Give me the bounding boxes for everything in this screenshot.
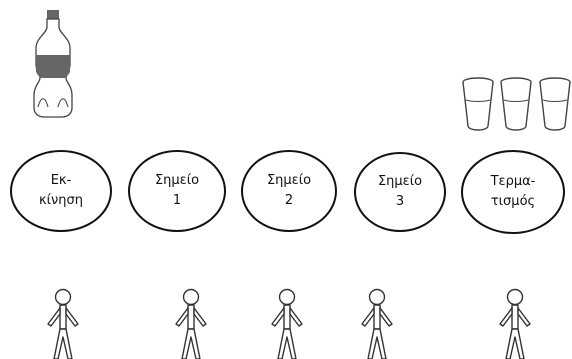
station-start: Εκ- κίνηση (10, 150, 112, 232)
stick-figure-icon (499, 288, 531, 359)
station-point-1: Σημείο 1 (128, 150, 226, 232)
stick-figure-icon (361, 288, 393, 359)
water-bottle-icon (33, 10, 73, 118)
station-finish-label-line2: τισμός (490, 194, 536, 209)
station-point-2: Σημείο 2 (241, 150, 337, 232)
station-point-3: Σημείο 3 (354, 152, 446, 232)
station-finish-label-line1: Τερμα- (490, 174, 536, 189)
stick-figure-icon (271, 288, 303, 359)
stick-figure-icon (47, 288, 79, 359)
station-point-3-label-line2: 3 (395, 194, 405, 209)
station-point-1-label-line2: 1 (172, 193, 182, 208)
station-start-label-line1: Εκ- (50, 173, 72, 188)
stick-figure-icon (175, 288, 207, 359)
cups-icon (462, 77, 571, 131)
station-point-2-label-line1: Σημείο (266, 173, 312, 188)
station-point-2-label-line2: 2 (284, 193, 294, 208)
station-point-1-label-line1: Σημείο (154, 173, 200, 188)
station-start-label-line2: κίνηση (38, 193, 84, 208)
station-finish: Τερμα- τισμός (461, 150, 565, 234)
station-point-3-label-line1: Σημείο (377, 174, 423, 189)
